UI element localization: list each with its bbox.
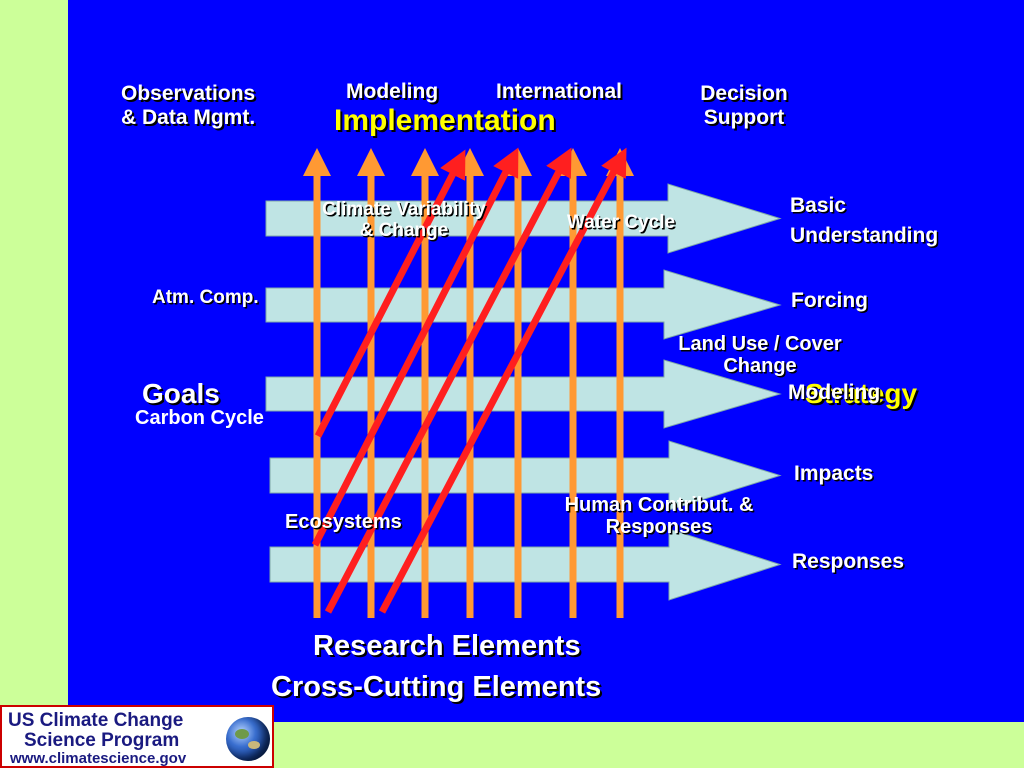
cross-cutting-elements-title: Cross-Cutting Elements	[271, 671, 602, 703]
goal-arrow-1	[265, 183, 782, 254]
goal-arrow-5	[269, 528, 782, 601]
label-modeling-goal: Modeling	[788, 381, 881, 404]
label-responses: Responses	[792, 550, 905, 573]
label-water-cycle: Water Cycle	[567, 212, 676, 233]
logo-line-1: US Climate Change	[8, 710, 184, 731]
label-land-use: Land Use / Cover Change	[678, 333, 842, 378]
earth-globe-icon	[226, 717, 270, 761]
label-climate-variability: Climate Variability & Change	[322, 199, 486, 242]
goal-arrow-4	[269, 440, 782, 511]
research-elements-title: Research Elements	[313, 630, 581, 662]
research-element-arrows	[303, 148, 634, 618]
diagonal-arrow-2	[311, 147, 519, 547]
heading-decision-support: Decision Support	[700, 82, 788, 129]
cross-cutting-arrows	[311, 147, 627, 614]
goal-arrows	[265, 183, 782, 601]
label-carbon-cycle: Carbon Cycle	[135, 407, 264, 429]
goals-label: Goals	[142, 378, 220, 409]
diagonal-arrow-1	[314, 149, 466, 438]
label-ecosystems: Ecosystems	[285, 511, 402, 533]
logo-url: www.climatescience.gov	[10, 750, 187, 767]
diagonal-arrow-4	[378, 147, 627, 614]
label-impacts: Impacts	[794, 462, 874, 485]
heading-modeling: Modeling	[346, 80, 439, 103]
implementation-title: Implementation	[334, 104, 556, 137]
logo-line-2: Science Program	[24, 730, 180, 751]
label-human-contribution: Human Contribut. & Responses	[564, 494, 754, 539]
label-forcing: Forcing	[791, 289, 868, 312]
slide-panel	[68, 0, 1024, 722]
diagonal-arrow-3	[324, 147, 572, 614]
us-climate-change-logo: US Climate Change Science Program www.cl…	[0, 705, 274, 768]
heading-international: International	[496, 80, 623, 103]
label-basic-understanding: Basic Understanding	[790, 194, 939, 248]
heading-observations: Observations & Data Mgmt.	[121, 82, 256, 129]
label-atm-comp: Atm. Comp.	[152, 287, 259, 308]
goal-arrow-2	[265, 269, 782, 340]
strategy-label: Strategy	[805, 378, 918, 409]
